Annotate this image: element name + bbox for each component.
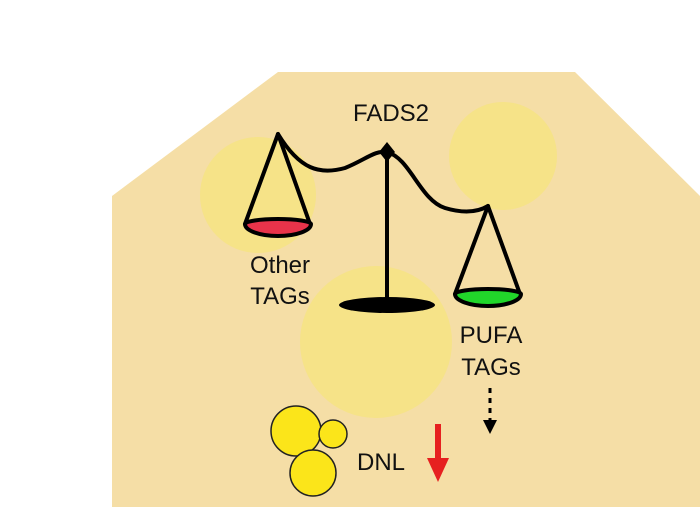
lipid-sphere-large bbox=[270, 405, 322, 457]
scale-pivot bbox=[379, 142, 395, 162]
other-tags-label-line1: Other bbox=[250, 252, 310, 279]
pufa-tags-pan bbox=[452, 287, 524, 308]
other-tags-label-line2: TAGs bbox=[250, 283, 310, 310]
right-pan-strings bbox=[453, 204, 522, 296]
left-pan-strings bbox=[243, 132, 312, 226]
dnl-label: DNL bbox=[357, 449, 405, 476]
lipid-droplet-center bbox=[300, 266, 452, 418]
dashed-down-arrow-icon bbox=[483, 388, 497, 434]
red-down-arrow-icon bbox=[427, 424, 449, 482]
lipid-droplet-right bbox=[449, 102, 557, 210]
scale-base bbox=[339, 297, 435, 313]
lipid-sphere-bottom bbox=[289, 449, 337, 497]
lipid-spheres bbox=[270, 405, 348, 497]
pufa-tags-label-line1: PUFA bbox=[460, 322, 523, 349]
other-tags-pan bbox=[242, 217, 314, 238]
lipid-sphere-small bbox=[318, 419, 348, 449]
fads2-label: FADS2 bbox=[353, 100, 429, 127]
pufa-tags-label-line2: TAGs bbox=[461, 354, 521, 381]
